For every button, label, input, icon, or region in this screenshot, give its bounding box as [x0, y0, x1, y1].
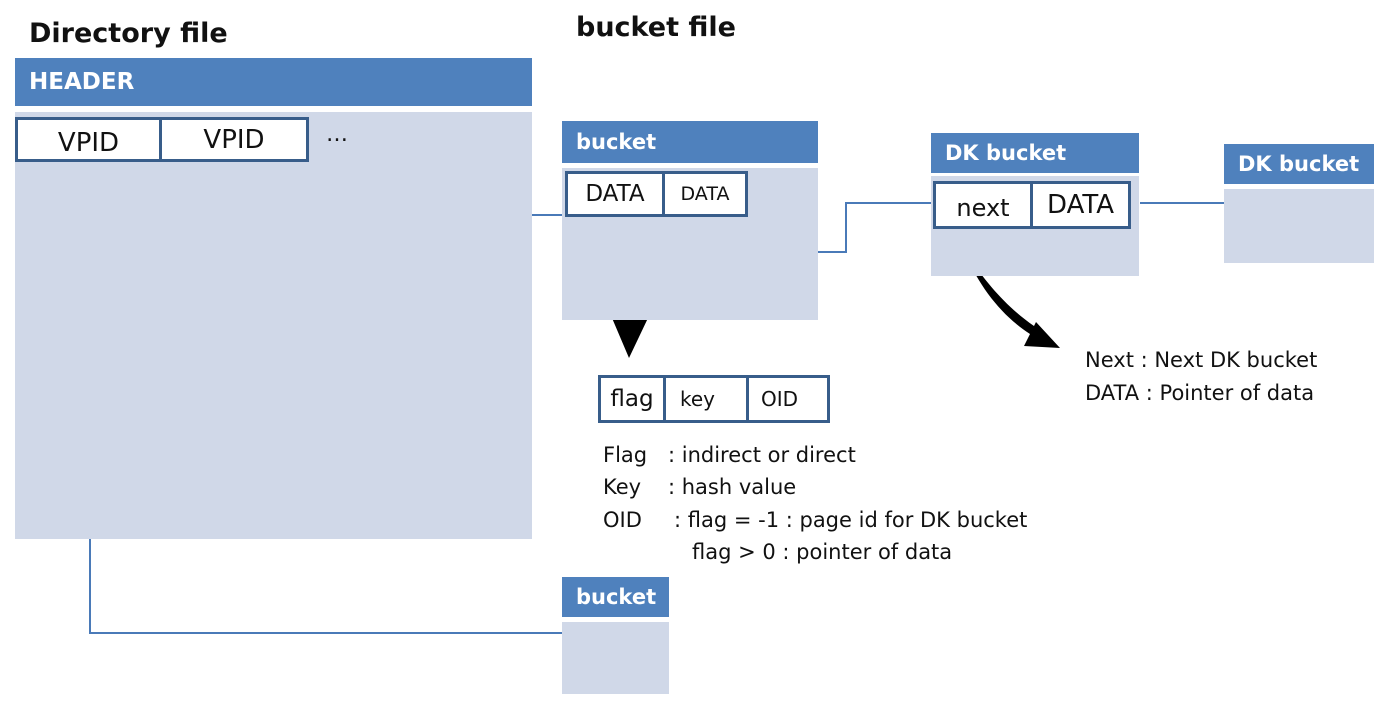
- legend-flag-desc: : indirect or direct: [668, 443, 856, 467]
- directory-ellipsis: …: [326, 122, 348, 147]
- record-oid-cell: OID: [746, 375, 830, 423]
- vpid-cell-1: VPID: [15, 117, 162, 162]
- legend-flag-term: Flag: [603, 443, 648, 467]
- dk-bucket-data-cell: DATA: [1030, 181, 1131, 229]
- legend-oid-desc-2: flag > 0 : pointer of data: [692, 540, 953, 564]
- lower-bucket-header: bucket: [562, 577, 669, 617]
- dk-bucket-2-body: [1224, 189, 1374, 263]
- bucket-header: bucket: [562, 121, 818, 163]
- vpid-cell-2: VPID: [159, 117, 309, 162]
- bucket-file-title: bucket file: [576, 12, 736, 43]
- dk-bucket-next-cell: next: [933, 181, 1033, 229]
- directory-header: HEADER: [15, 58, 532, 106]
- legend-key-term: Key: [603, 475, 642, 499]
- dk-legend-data: DATA : Pointer of data: [1085, 381, 1315, 405]
- legend-oid-desc: : flag = -1 : page id for DK bucket: [674, 508, 1028, 532]
- bucket-data-cell-1: DATA: [565, 171, 665, 217]
- record-key-cell: key: [663, 375, 749, 423]
- arrow-to-record: [605, 228, 648, 358]
- directory-file-title: Directory file: [29, 18, 228, 49]
- legend-key-desc: : hash value: [668, 475, 797, 499]
- record-flag-cell: flag: [598, 375, 666, 423]
- bucket-data-cell-2: DATA: [662, 171, 748, 217]
- arrow-to-dk-legend: [963, 248, 1060, 348]
- dk-bucket-2-header: DK bucket: [1224, 144, 1374, 184]
- directory-body: [15, 112, 532, 539]
- dk-bucket-1-header: DK bucket: [931, 133, 1139, 173]
- dk-legend-next: Next : Next DK bucket: [1085, 348, 1318, 372]
- legend-oid-term: OID: [603, 508, 642, 532]
- lower-bucket-body: [562, 622, 669, 694]
